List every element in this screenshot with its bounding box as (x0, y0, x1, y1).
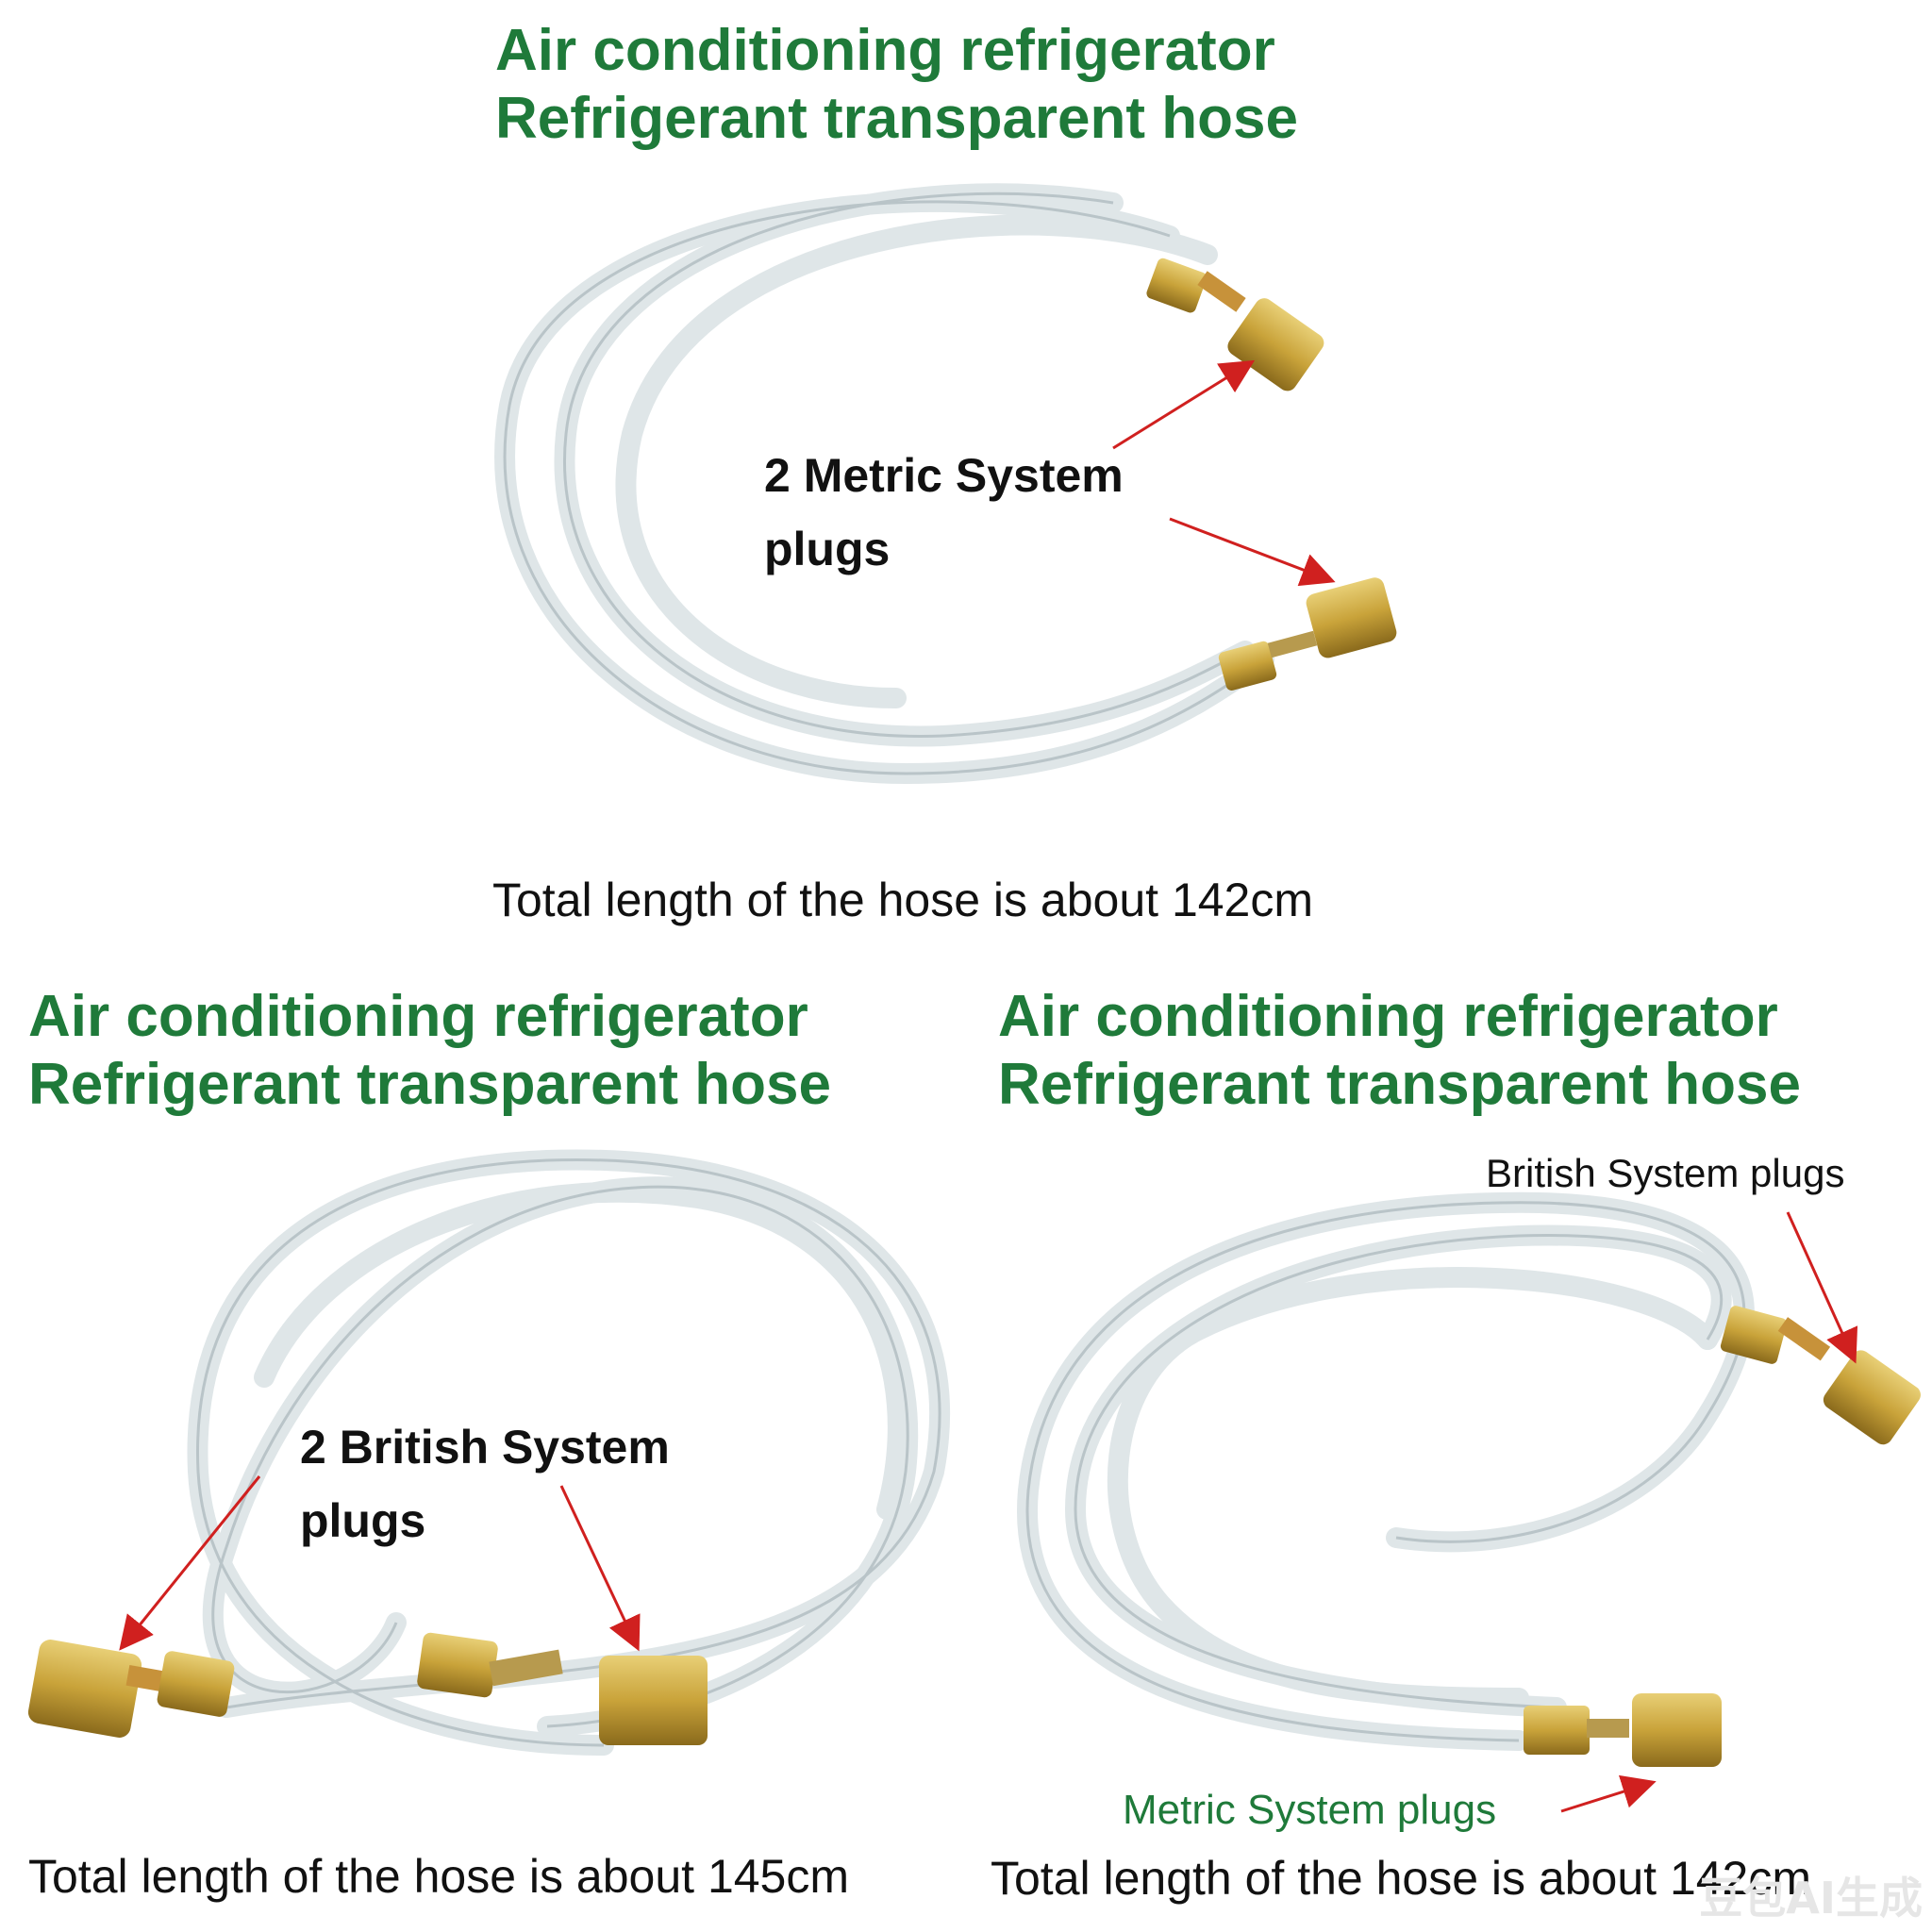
panel3-arrow-top (1786, 1211, 1858, 1364)
panel1-title-line1: Air conditioning refrigerator (495, 18, 1275, 83)
panel1-arrow-top (1112, 359, 1256, 450)
panel3-label-british-plugs: British System plugs (1486, 1151, 1845, 1195)
panel2-plugs-label-line1: 2 British System (300, 1421, 670, 1474)
panel3-fitting-bottom (1524, 1693, 1722, 1767)
panel2-arrow-right (559, 1485, 641, 1652)
panel1-title-line2: Refrigerant transparent hose (495, 86, 1298, 151)
panel3-label-metric-plugs: Metric System plugs (1123, 1787, 1497, 1833)
panel3-title-line2: Refrigerant transparent hose (998, 1052, 1801, 1117)
panel3-arrow-bottom (1560, 1774, 1657, 1813)
panel2-fitting-right (417, 1632, 708, 1745)
panel2-caption: Total length of the hose is about 145cm (28, 1850, 850, 1903)
panel3-hose-photo (1017, 1191, 1921, 1813)
panel2-plugs-label-line2: plugs (300, 1494, 426, 1547)
watermark-text: 豆包AI生成 (1699, 1873, 1923, 1924)
panel1-arrow-bottom (1169, 517, 1336, 587)
panel3-fitting-top (1720, 1306, 1921, 1445)
panel3-title-line1: Air conditioning refrigerator (998, 984, 1778, 1049)
panel1-fitting-bottom (1218, 577, 1397, 691)
panel2-fitting-left (27, 1640, 235, 1738)
panel2-title-line2: Refrigerant transparent hose (28, 1052, 831, 1117)
panel3-caption: Total length of the hose is about 142cm (991, 1852, 1812, 1905)
panel2-arrow-left (119, 1475, 261, 1651)
panel1-plugs-label-line2: plugs (764, 523, 891, 575)
panel2-hose-photo (27, 1149, 951, 1756)
panel1-caption: Total length of the hose is about 142cm (492, 874, 1314, 926)
panel2-title-line1: Air conditioning refrigerator (28, 984, 808, 1049)
panel1-plugs-label-line1: 2 Metric System (764, 449, 1124, 502)
panel1-hose-photo (494, 183, 1397, 785)
panel1-fitting-top (1146, 258, 1324, 391)
